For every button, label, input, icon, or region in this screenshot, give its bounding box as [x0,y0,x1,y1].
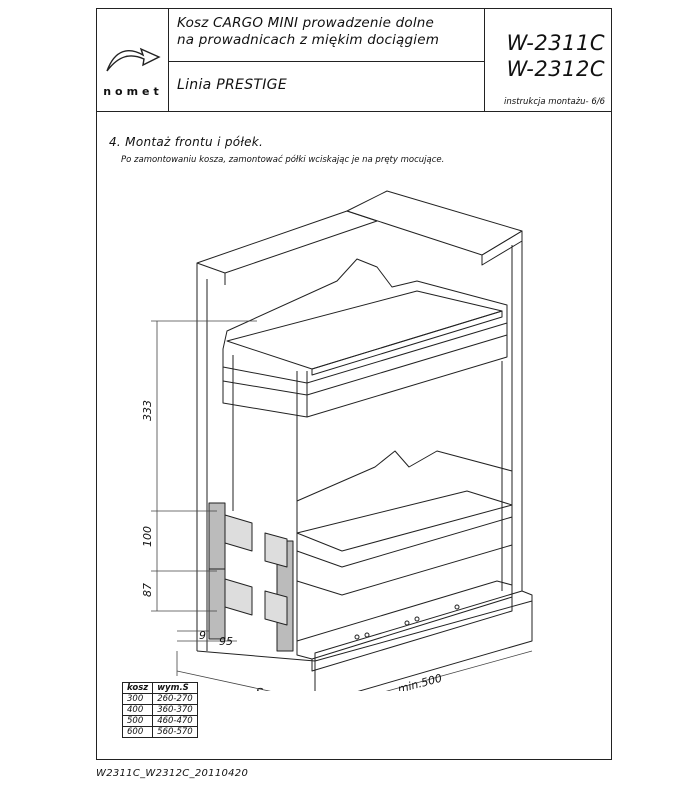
size-table-cell: 260-270 [152,693,198,705]
header-bottom-border [97,111,611,112]
table-row: 600 560-570 [121,726,198,738]
table-row: 300 260-270 [121,693,198,705]
product-title: Kosz CARGO MINI prowadzenie dolne na pro… [177,15,439,49]
step-instruction: Po zamontowaniu kosza, zamontować półki … [121,155,445,165]
product-title-line1: Kosz CARGO MINI prowadzenie dolne [177,15,435,31]
product-code-2: W-2312C [506,57,605,81]
upper-rail-frame [222,258,508,418]
front-bracket-lower [208,568,226,640]
size-table-wrap: kosz wym.S 300 260-270 400 360-370 500 4… [121,682,198,738]
product-code-1: W-2311C [506,31,605,55]
size-table-cell: 300 [121,693,154,705]
worktop-left [196,210,378,274]
dim-offset-front: 95 [219,635,233,648]
logo-text: nomet [103,85,163,98]
size-table-cell: 400 [121,704,154,716]
product-title-line2: na prowadnicach z miękim dociągiem [177,32,440,48]
size-table-cell: 460-470 [152,715,198,727]
dim-width-label: min.500 [396,672,443,691]
drawing-sheet: nomet Kosz CARGO MINI prowadzenie dolne … [96,8,612,760]
assembly-drawing: 333 100 87 9 95 S min.500 [141,190,533,691]
code-cell: W-2311C W-2312C instrukcja montażu- 6/6 [485,9,611,111]
title-cell: Kosz CARGO MINI prowadzenie dolne na pro… [169,9,485,111]
dim-offset-small: 9 [199,629,206,642]
lower-shelf [296,490,513,552]
dim-height-low: 87 [141,583,154,597]
size-table-col-wym: wym.S [152,682,198,694]
worktop-right-side [481,230,523,266]
step-title: 4. Montaż frontu i półek. [109,135,264,149]
document-code: W2311C_W2312C_20110420 [96,768,249,779]
drawer-runner [296,580,513,660]
dim-depth-label: S [254,685,264,691]
product-line: Linia PRESTIGE [177,77,287,93]
instruction-page: instrukcja montażu- 6/6 [504,97,605,107]
lower-rail-frame [296,450,513,568]
logo-cell: nomet [97,9,169,111]
size-table-cell: 600 [121,726,154,738]
dim-height-mid: 100 [141,526,154,547]
header-divider [169,61,484,62]
size-table: kosz wym.S 300 260-270 400 360-370 500 4… [121,682,198,738]
size-table-cell: 360-370 [152,704,198,716]
table-row: 400 360-370 [121,704,198,716]
worktop-right [346,190,523,256]
size-table-cell: 560-570 [152,726,198,738]
size-table-header: kosz wym.S [121,682,198,694]
size-table-col-kosz: kosz [121,682,154,694]
nomet-logo-icon [106,47,161,72]
size-table-cell: 500 [121,715,154,727]
bottom-panel [314,590,533,691]
table-row: 500 460-470 [121,715,198,727]
dim-height-upper: 333 [141,400,154,421]
